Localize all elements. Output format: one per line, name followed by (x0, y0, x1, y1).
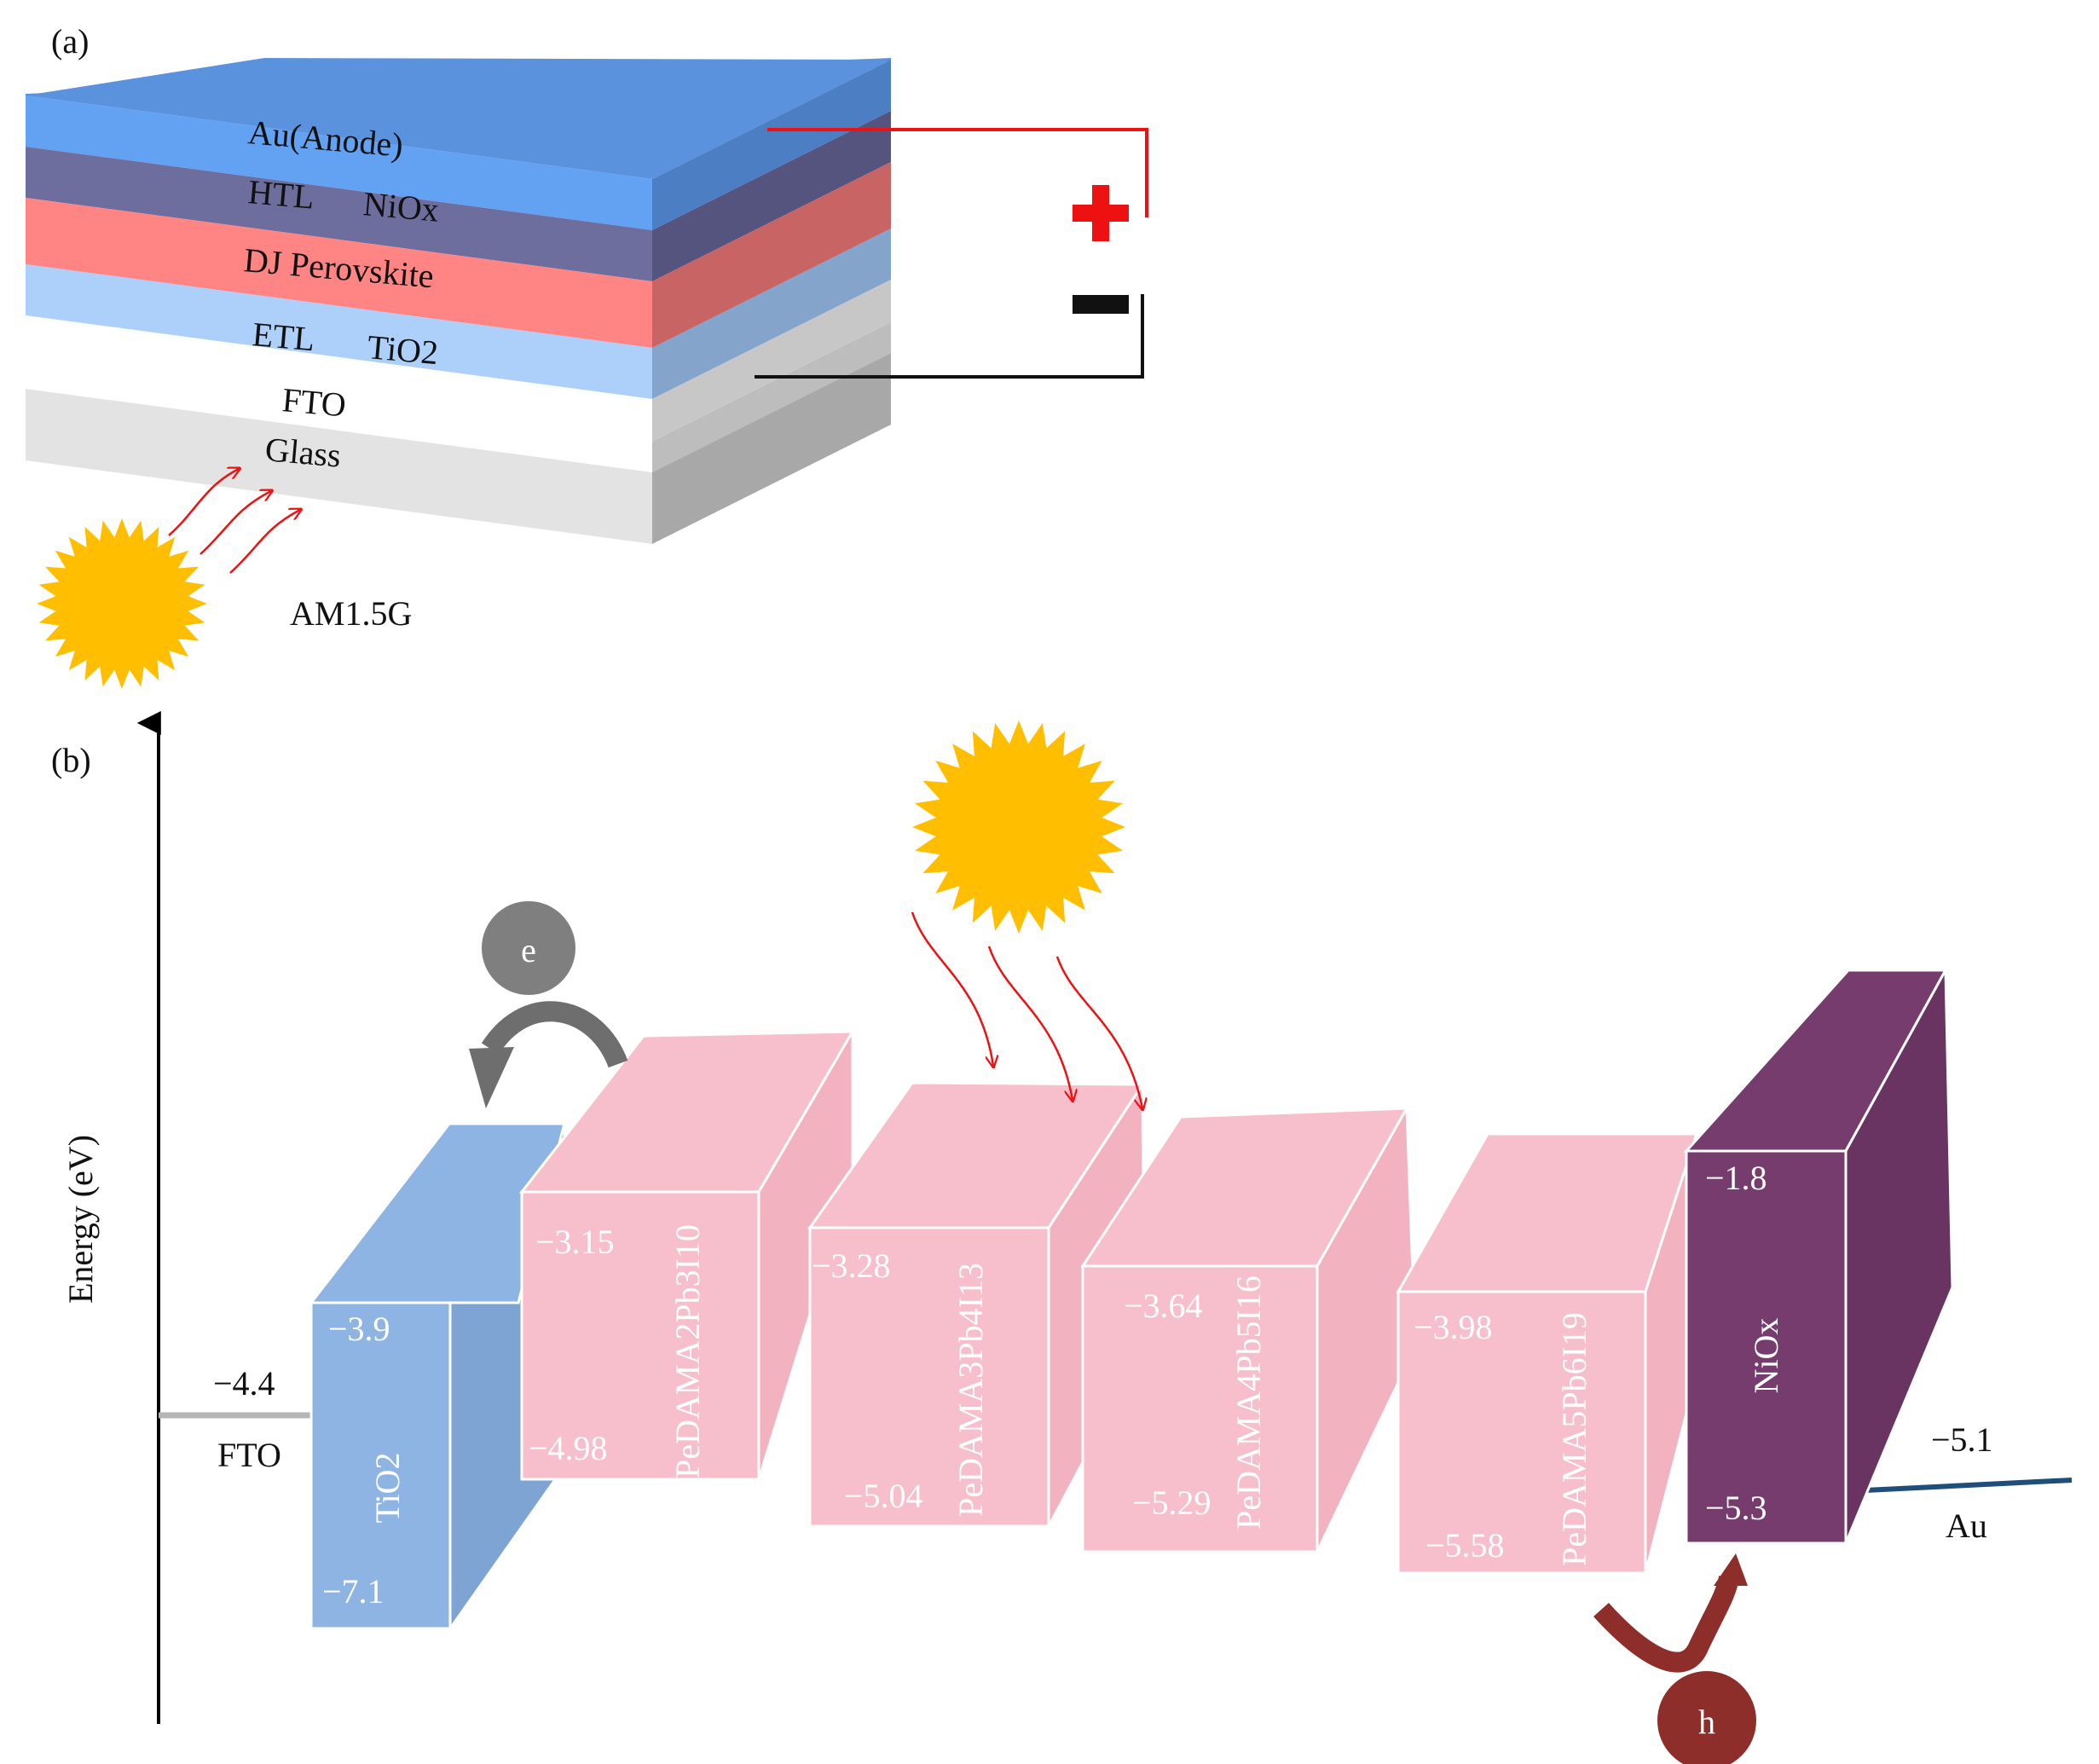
au-layer-top (26, 58, 891, 179)
au-level-value: −5.1 (1931, 1420, 1993, 1459)
au-level-label: Au (1946, 1507, 1987, 1545)
glass-layer-front (26, 389, 652, 544)
fto-level-value: −4.4 (213, 1364, 275, 1403)
anode-wire (767, 128, 1148, 217)
layer-label-htl-sub: NiOx (361, 184, 440, 229)
energy-axis-label: Energy (eV) (61, 1135, 100, 1304)
layer-label-htl: HTL (246, 172, 315, 217)
etl-layer-side (652, 228, 891, 399)
sun-icon (912, 720, 1125, 934)
etl-layer-front (26, 264, 652, 399)
sun-rays (37, 518, 207, 689)
panel-b-tag: (b) (51, 741, 91, 779)
tio2-bottom-value: −7.1 (322, 1572, 385, 1611)
layer-label-etl-sub: TiO2 (366, 327, 440, 372)
pero1-bottom-value: −4.98 (529, 1429, 608, 1467)
pero4-name: PeDAMA5Pb6I19 (1555, 1312, 1593, 1566)
pero1-name: PeDAMA2Pb3I10 (668, 1224, 707, 1478)
niox-name: NiOx (1747, 1318, 1785, 1394)
cathode-wire (755, 294, 1144, 379)
hole-arrow-head (1714, 1553, 1748, 1586)
pero4-bottom-value: −5.58 (1425, 1526, 1505, 1564)
layer-label-fto: FTO (280, 380, 347, 424)
pero3-bottom-value: −5.29 (1132, 1483, 1211, 1522)
block-perovskite-n3: −3.15 PeDAMA2Pb3I10 −4.98 (518, 1027, 855, 1481)
hole-label: h (1698, 1703, 1715, 1741)
block-perovskite-n5: −3.64 PeDAMA4Pb5I16 −5.29 (1080, 1103, 1417, 1553)
tio2-top-value: −3.9 (328, 1310, 390, 1348)
electron-marker: e (469, 901, 628, 1108)
hole-transfer-arrow (1593, 1575, 1739, 1673)
plus-icon (1073, 185, 1129, 241)
minus-icon (1073, 295, 1129, 314)
block-niox: −1.8 NiOx −5.3 (1683, 965, 1954, 1545)
sun-icon (37, 518, 207, 689)
perovskite-layer-front (26, 198, 652, 348)
htl-layer-side (652, 111, 891, 281)
au-level-line (1865, 1478, 2073, 1493)
niox-bottom-value: −5.3 (1705, 1489, 1767, 1527)
pero4-top-value: −3.98 (1414, 1308, 1493, 1346)
layer-stack (26, 58, 891, 544)
au-layer-side (652, 60, 891, 230)
light-rays-b (911, 911, 1142, 1108)
niox-top-value: −1.8 (1705, 1159, 1767, 1197)
htl-layer-front (26, 147, 652, 281)
perovskite-layer-side (652, 162, 891, 348)
light-rays-a (168, 469, 300, 574)
pero2-name: PeDAMA3Pb4I13 (951, 1263, 990, 1517)
electron-transfer-arrow (481, 1001, 628, 1068)
electron-label: e (521, 931, 536, 969)
pero2-bottom-value: −5.04 (844, 1477, 923, 1515)
pero3-name: PeDAMA4Pb5I16 (1229, 1275, 1268, 1530)
pero2-top-value: −3.28 (812, 1246, 891, 1285)
glass-layer-side (652, 353, 891, 544)
pero1-top-value: −3.15 (535, 1223, 615, 1261)
hole-marker: h (1593, 1553, 1756, 1764)
glass-layer-gap-side (652, 322, 891, 472)
panel-a-tag: (a) (51, 22, 89, 61)
block-tio2: −3.9 TiO2 −7.1 (308, 1122, 566, 1633)
illumination-label: AM1.5G (290, 594, 412, 633)
block-perovskite-n6: −3.98 PeDAMA5Pb6I19 −5.58 (1396, 1132, 1699, 1575)
au-layer-front (26, 95, 652, 230)
external-circuit (755, 128, 1148, 379)
sun-rays (912, 720, 1125, 934)
tio2-name: TiO2 (368, 1452, 407, 1523)
fto-layer-side (652, 280, 891, 442)
pero3-top-value: −3.64 (1124, 1287, 1203, 1325)
layer-label-glass: Glass (263, 430, 342, 475)
layer-label-etl: ETL (251, 315, 316, 358)
fto-level-label: FTO (217, 1436, 281, 1474)
fto-layer-front (26, 315, 652, 442)
electron-arrow-head (469, 1047, 514, 1108)
glass-layer-gap-front (26, 358, 652, 472)
